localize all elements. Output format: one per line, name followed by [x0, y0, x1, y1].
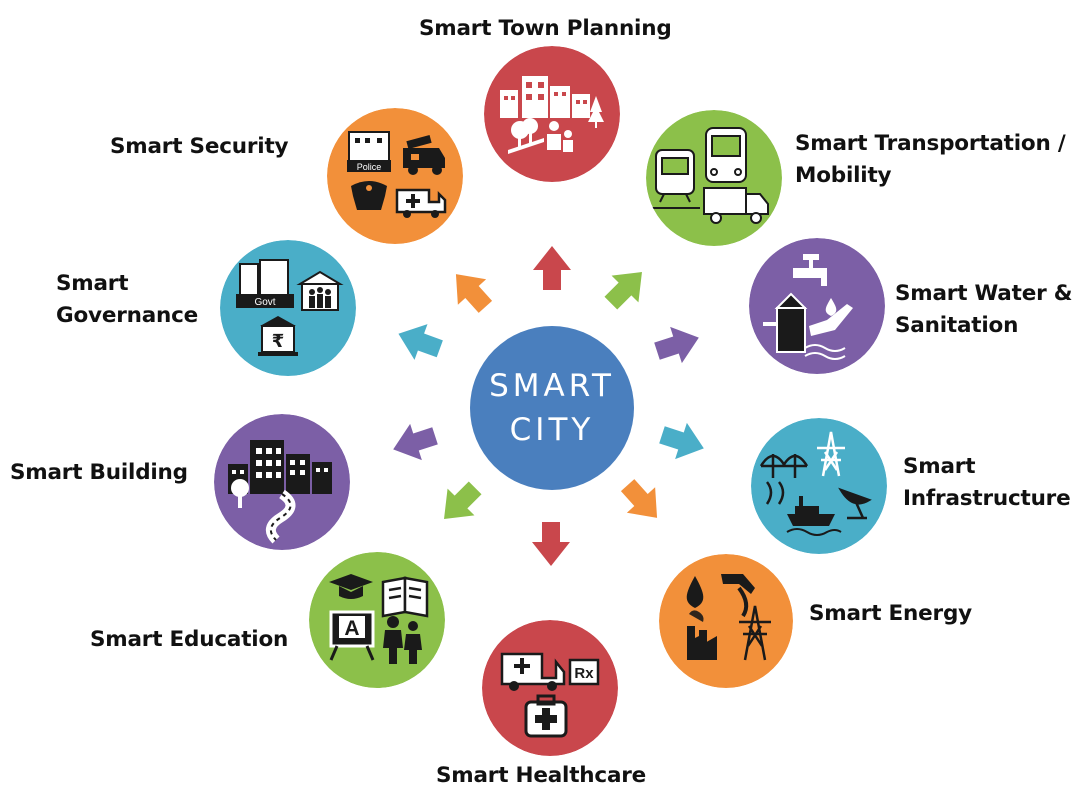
label-governance-line2: Governance: [56, 303, 199, 328]
bus-icon: [705, 127, 747, 183]
train-icon: [652, 149, 700, 209]
arrow-education: [444, 481, 482, 519]
label-education: Smart Education: [90, 624, 288, 656]
oil-drop-icon: [686, 576, 704, 608]
govt-sign: Govt: [254, 297, 275, 308]
blackboard-letter: A: [344, 617, 359, 640]
label-transportation: Smart Transportation / Mobility: [795, 128, 1066, 192]
people-building-icon: [296, 270, 344, 311]
arrow-infrastructure: [659, 422, 704, 460]
ship-icon: [786, 496, 842, 536]
arrow-town-planning: [533, 246, 571, 290]
bridge-icon: [759, 454, 809, 505]
label-infrastructure: Smart Infrastructure: [903, 451, 1071, 515]
label-transportation-line1: Smart Transportation /: [795, 131, 1066, 156]
tap-icon: [793, 254, 827, 286]
trees-icon: [508, 118, 544, 154]
tower-icon: [817, 431, 845, 477]
police-sign: Police: [357, 162, 382, 172]
label-energy: Smart Energy: [809, 598, 972, 630]
family-icon: [547, 121, 573, 152]
rupee-bank-icon: ₹: [258, 316, 298, 356]
police-cap-icon: [351, 181, 387, 210]
label-infrastructure-line1: Smart: [903, 454, 976, 479]
label-security: Smart Security: [110, 131, 289, 163]
arrow-governance: [398, 324, 443, 360]
node-education: A: [309, 552, 445, 688]
satellite-dish-icon: [838, 487, 872, 520]
node-education-circle: [309, 552, 445, 688]
label-building: Smart Building: [10, 457, 188, 489]
arrow-water: [654, 326, 699, 364]
center-label-line2: CITY: [509, 412, 595, 448]
label-governance-line1: Smart: [56, 271, 129, 296]
arrow-security: [455, 274, 493, 313]
children-icon: [383, 616, 422, 664]
node-infrastructure: [751, 418, 887, 554]
police-station-icon: Police: [347, 131, 391, 172]
label-energy-line1: Smart Energy: [809, 601, 972, 626]
arrow-energy: [620, 479, 658, 518]
govt-building-icon: Govt: [236, 259, 294, 308]
label-building-line1: Smart Building: [10, 460, 188, 485]
label-water: Smart Water & Sanitation: [895, 278, 1073, 342]
node-security-circle: [327, 108, 463, 244]
label-healthcare: Smart Healthcare: [436, 760, 646, 792]
label-town-planning-line1: Smart Town Planning: [419, 16, 672, 41]
node-governance: Govt ₹: [220, 240, 356, 376]
fuel-nozzle-icon: [721, 574, 755, 618]
blackboard-icon: A: [329, 610, 375, 661]
label-town-planning: Smart Town Planning: [419, 13, 672, 45]
svg-text:Rx: Rx: [574, 665, 594, 682]
svg-text:₹: ₹: [272, 331, 285, 352]
label-healthcare-line1: Smart Healthcare: [436, 763, 647, 788]
water-drop-icon: [825, 298, 837, 316]
fire-truck-icon: [403, 135, 445, 175]
arrow-transportation: [604, 272, 642, 310]
node-water: [749, 238, 885, 374]
label-security-line1: Smart Security: [110, 134, 289, 159]
factory-icon: [588, 96, 604, 128]
first-aid-kit-icon: [524, 694, 568, 738]
ambulance-icon: [395, 188, 447, 218]
label-governance: Smart Governance: [56, 268, 198, 332]
node-security: Police: [327, 108, 463, 244]
node-healthcare: Rx: [482, 620, 618, 756]
truck-icon: [703, 187, 769, 224]
node-building: [214, 414, 350, 550]
factory-icon: [687, 610, 717, 660]
label-water-line2: Sanitation: [895, 313, 1019, 338]
arrow-building: [393, 423, 438, 461]
label-water-line1: Smart Water &: [895, 281, 1073, 306]
tree-icon: [231, 479, 249, 508]
label-infrastructure-line2: Infrastructure: [903, 486, 1071, 511]
arrow-healthcare: [532, 522, 570, 566]
rx-icon: Rx: [568, 658, 600, 686]
power-tower-icon: [739, 605, 771, 661]
label-education-line1: Smart Education: [90, 627, 289, 652]
hand-icon: [809, 304, 853, 336]
node-energy: [659, 554, 793, 688]
plant-icon: [763, 292, 846, 360]
center-label-line1: SMART: [489, 368, 615, 404]
book-icon: [381, 576, 429, 618]
graduation-cap-icon: [329, 574, 373, 599]
center-hub: SMART CITY: [470, 326, 634, 490]
node-infrastructure-circle: [751, 418, 887, 554]
node-transportation: [646, 110, 782, 246]
center-label: SMART CITY: [470, 364, 634, 452]
node-town-planning: [484, 46, 620, 182]
ambulance-icon: [500, 652, 566, 691]
label-transportation-line2: Mobility: [795, 163, 892, 188]
